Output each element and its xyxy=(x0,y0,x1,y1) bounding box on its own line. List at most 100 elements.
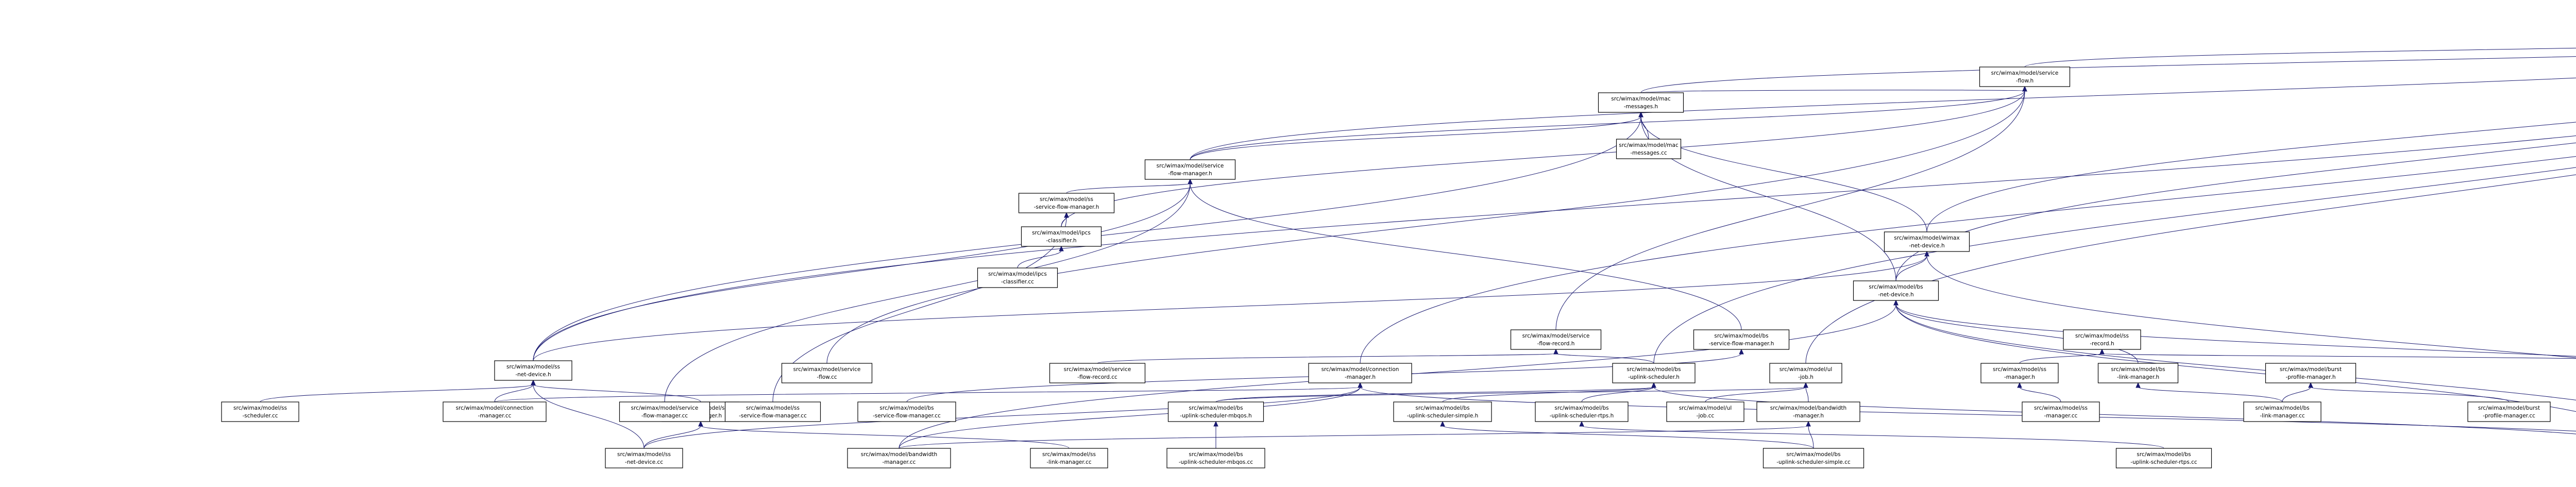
arrowhead xyxy=(2022,86,2027,92)
node-label-line2: -uplink-scheduler.h xyxy=(1628,374,1680,380)
edge-bs_scheduler_cc-to-bs_net_device_h xyxy=(1893,299,2576,357)
node-service-flow-cc[interactable]: src/wimax/model/service-flow.cc xyxy=(781,363,873,383)
node-bs-uplink-scheduler-simple-cc[interactable]: src/wimax/model/bs-uplink-scheduler-simp… xyxy=(1762,448,1865,468)
node-bs-service-flow-manager-h[interactable]: src/wimax/model/bs-service-flow-manager.… xyxy=(1693,329,1790,350)
node-bs-uplink-scheduler-h[interactable]: src/wimax/model/bs-uplink-scheduler.h xyxy=(1612,363,1696,383)
node-burst-profile-manager-h[interactable]: src/wimax/model/burst-profile-manager.h xyxy=(2265,363,2357,383)
node-label-line2: -scheduler.cc xyxy=(242,413,278,419)
node-label-line1: src/wimax/model/service xyxy=(1064,366,1131,373)
node-connection-manager-cc[interactable]: src/wimax/model/connection-manager.cc xyxy=(443,401,547,422)
node-bs-service-flow-manager-cc[interactable]: src/wimax/model/bs-service-flow-manager.… xyxy=(857,401,956,422)
node-ipcs-classifier-cc[interactable]: src/wimax/model/ipcs-classifier.cc xyxy=(977,267,1058,288)
edge-ss_net_device_cc-to-ss_link_manager_h xyxy=(643,421,703,449)
node-label-line1: src/wimax/model/connection xyxy=(1321,366,1399,373)
node-label-line2: -manager.cc xyxy=(2044,413,2078,419)
node-box xyxy=(221,401,299,422)
edge-ss_service_flow_manager_h-to-service_flow_manager_h xyxy=(1066,178,1193,194)
node-service-flow-h[interactable]: src/wimax/model/service-flow.h xyxy=(1979,66,2071,87)
edge-ss_manager_cc-to-ss_manager_h xyxy=(2017,382,2061,402)
edge-ss_record_cc-to-ss_record_h xyxy=(2099,348,2576,359)
edge-burst_profile_manager_cc-to-burst_profile_manager_h xyxy=(2308,382,2510,402)
node-label-line2: -service-flow-manager.h xyxy=(1709,341,1774,347)
node-bs-uplink-scheduler-rtps-cc[interactable]: src/wimax/model/bs-uplink-scheduler-rtps… xyxy=(2115,448,2212,468)
node-bandwidth-manager-h[interactable]: src/wimax/model/bandwidth-manager.h xyxy=(1756,401,1860,422)
node-label-line1: src/wimax/model/mac xyxy=(1611,96,1671,102)
node-bandwidth-manager-cc[interactable]: src/wimax/model/bandwidth-manager.cc xyxy=(847,448,951,468)
arrowhead xyxy=(1893,299,1899,306)
node-service-flow-manager-cc[interactable]: src/wimax/model/service-flow-manager.cc xyxy=(619,401,710,422)
node-label-line2: -job.h xyxy=(1798,374,1814,380)
node-ss-net-device-h[interactable]: src/wimax/model/ss-net-device.h xyxy=(494,360,572,381)
node-label-line1: src/wimax/model/bs xyxy=(1626,366,1681,373)
node-box xyxy=(1693,329,1790,350)
edge-mac_messages_h-to-service_flow_h xyxy=(1640,86,2027,93)
node-ul-job-h[interactable]: src/wimax/model/ul-job.h xyxy=(1769,363,1842,383)
node-label-line2: -profile-manager.h xyxy=(2286,374,2336,380)
node-label-line1: src/wimax/model/service xyxy=(1157,163,1224,169)
node-label-line2: -job.cc xyxy=(1697,413,1715,419)
node-label-line2: -messages.cc xyxy=(1630,150,1667,156)
node-service-flow-record-cc[interactable]: src/wimax/model/service-flow-record.cc xyxy=(1049,363,1146,383)
node-box xyxy=(1393,401,1492,422)
edge-bandwidth_manager_cc-to-connection_manager_h xyxy=(899,382,1363,449)
node-label-line1: src/wimax/model/ul xyxy=(1679,405,1732,411)
node-label-line2: -flow-record.h xyxy=(1537,341,1575,347)
node-bs-uplink-scheduler-simple-h[interactable]: src/wimax/model/bs-uplink-scheduler-simp… xyxy=(1393,401,1492,422)
node-box xyxy=(1049,363,1146,383)
node-ss-scheduler-cc[interactable]: src/wimax/model/ss-scheduler.cc xyxy=(221,401,299,422)
node-box xyxy=(1167,401,1264,422)
node-box xyxy=(1666,401,1744,422)
node-label-line1: src/wimax/model/bs xyxy=(1554,405,1608,411)
edge-bs_uplink_scheduler_rtps_cc-to-bs_uplink_scheduler_rtps_h xyxy=(1579,421,2164,449)
node-bs-link-manager-h[interactable]: src/wimax/model/bs-link-manager.h xyxy=(2097,363,2179,383)
node-ipcs-classifier-h[interactable]: src/wimax/model/ipcs-classifier.h xyxy=(1021,226,1102,247)
node-box xyxy=(1535,401,1629,422)
node-label-line2: -flow-record.cc xyxy=(1077,374,1117,380)
node-bs-link-manager-cc[interactable]: src/wimax/model/bs-link-manager.cc xyxy=(2243,401,2321,422)
arrowhead xyxy=(1579,421,1584,427)
node-burst-profile-manager-cc[interactable]: src/wimax/model/burst-profile-manager.cc xyxy=(2467,401,2551,422)
node-bs-uplink-scheduler-mbqos-cc[interactable]: src/wimax/model/bs-uplink-scheduler-mbqo… xyxy=(1166,448,1265,468)
edge-bs_link_manager_cc-to-bs_link_manager_h xyxy=(2136,382,2283,402)
node-mac-messages-cc[interactable]: src/wimax/model/mac-messages.cc xyxy=(1616,139,1682,159)
node-bs-uplink-scheduler-mbqos-h[interactable]: src/wimax/model/bs-uplink-scheduler-mbqo… xyxy=(1167,401,1264,422)
node-ss-manager-h[interactable]: src/wimax/model/ss-manager.h xyxy=(1980,363,2059,383)
edge-service_flow_h-to-root xyxy=(2024,47,2576,68)
node-box xyxy=(1598,92,1684,113)
arrowhead xyxy=(1924,250,1929,257)
node-ul-job-cc[interactable]: src/wimax/model/ul -job.cc xyxy=(1666,401,1744,422)
node-label-line2: -flow-manager.h xyxy=(1168,171,1212,177)
node-ss-link-manager-cc[interactable]: src/wimax/model/ss-link-manager.cc xyxy=(1030,448,1108,468)
arrowhead xyxy=(2099,348,2105,355)
node-wimax-net-device-h[interactable]: src/wimax/model/wimax-net-device.h xyxy=(1884,231,1970,252)
edge-bs_net_device_h-to-root xyxy=(1895,142,2576,281)
node-box xyxy=(781,363,873,383)
node-bs-uplink-scheduler-rtps-h[interactable]: src/wimax/model/bs-uplink-scheduler-rtps… xyxy=(1535,401,1629,422)
node-service-flow-record-h[interactable]: src/wimax/model/service-flow-record.h xyxy=(1510,329,1602,350)
arrowhead xyxy=(1059,245,1064,251)
node-label-line2: -uplink-scheduler-rtps.cc xyxy=(2130,459,2197,465)
node-box xyxy=(2097,363,2179,383)
node-connection-manager-h[interactable]: src/wimax/model/connection-manager.h xyxy=(1308,363,1412,383)
node-box xyxy=(857,401,956,422)
arrowhead xyxy=(1553,348,1558,355)
node-ss-net-device-cc[interactable]: src/wimax/model/ss-net-device.cc xyxy=(605,448,683,468)
node-mac-messages-h[interactable]: src/wimax/model/mac-messages.h xyxy=(1598,92,1684,113)
arrowhead xyxy=(531,379,536,385)
node-ss-record-h[interactable]: src/wimax/model/ss-record.h xyxy=(2063,329,2141,350)
edge-bs_uplink_scheduler_mbqos_h-to-bs_uplink_scheduler_h xyxy=(1215,382,1656,402)
node-ss-manager-cc[interactable]: src/wimax/model/ss-manager.cc xyxy=(2022,401,2100,422)
edge-bs_uplink_scheduler_mbqos_cc-to-bs_uplink_scheduler_mbqos_h xyxy=(1213,421,1218,448)
arrowhead xyxy=(698,421,703,427)
node-bs-net-device-h[interactable]: src/wimax/model/bs-net-device.h xyxy=(1853,280,1939,301)
node-label-line2: -manager.cc xyxy=(478,413,512,419)
node-label-line1: src/wimax/model/bs xyxy=(1189,405,1243,411)
edge-bs_uplink_scheduler_simple_cc-to-bandwidth_manager_h xyxy=(1806,421,1814,449)
node-ss-service-flow-manager-h[interactable]: src/wimax/model/ss-service-flow-manager.… xyxy=(1018,193,1115,213)
node-box xyxy=(1166,448,1265,468)
node-label-line1: src/wimax/model/bandwidth xyxy=(861,451,937,458)
node-box xyxy=(1021,226,1102,247)
edge-ss_net_device_h-to-service_flow_manager_h xyxy=(533,178,1193,361)
node-service-flow-manager-h[interactable]: src/wimax/model/service -flow-manager.h xyxy=(1144,159,1236,180)
node-ss-service-flow-manager-cc[interactable]: src/wimax/model/ss-service-flow-manager.… xyxy=(724,401,821,422)
